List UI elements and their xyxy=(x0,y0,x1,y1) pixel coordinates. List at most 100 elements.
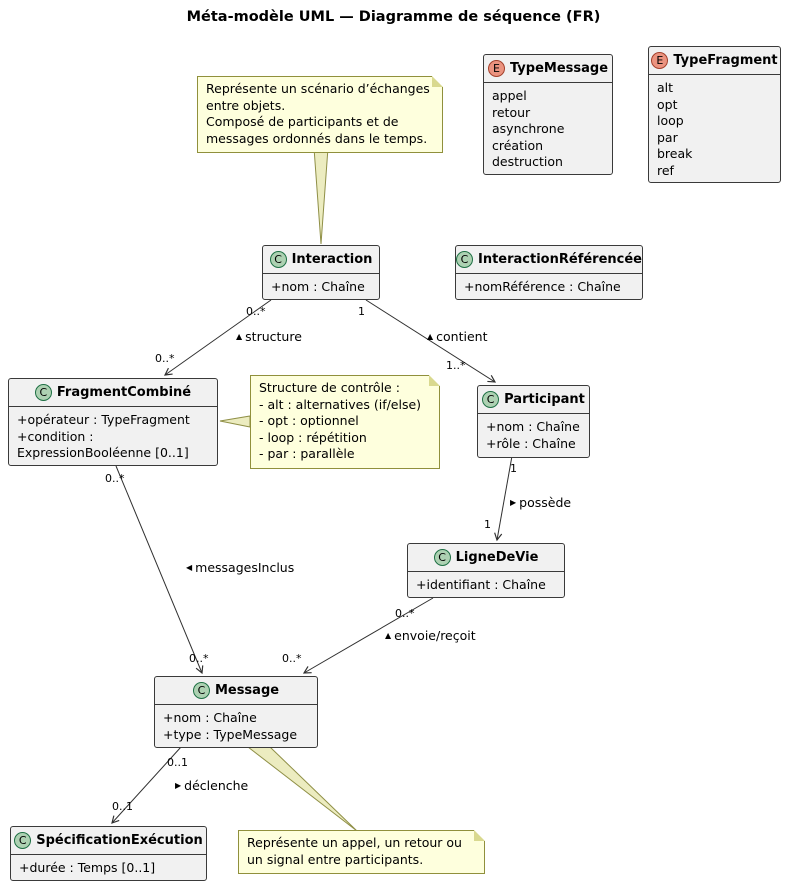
note-fold-icon xyxy=(474,830,485,841)
multiplicity-messages-target: 0..* xyxy=(189,652,209,665)
edge-messages-inclus xyxy=(115,465,204,675)
edge-name: contient xyxy=(436,329,488,344)
edge-structure xyxy=(163,299,272,376)
class-interaction-referencee: C InteractionRéférencée +nomRéférence : … xyxy=(455,245,643,300)
class-header: C LigneDeVie xyxy=(408,544,564,572)
class-attributes: +nom : Chaîne +type : TypeMessage xyxy=(155,705,317,748)
edge-label-contient: ▲ contient xyxy=(427,329,488,344)
class-participant: C Participant +nom : Chaîne +rôle : Chaî… xyxy=(477,385,590,458)
class-name: LigneDeVie xyxy=(455,550,539,565)
note-connector-message xyxy=(246,746,358,832)
class-name: Interaction xyxy=(291,252,373,267)
class-name: Message xyxy=(214,683,280,698)
enum-header: E TypeMessage xyxy=(484,55,612,83)
class-attributes: +nom : Chaîne xyxy=(263,274,379,301)
edge-possede xyxy=(494,455,513,542)
class-interaction: C Interaction +nom : Chaîne xyxy=(262,245,380,300)
direction-triangle-icon: ▶ xyxy=(175,780,182,790)
direction-triangle-icon: ◀ xyxy=(186,562,193,572)
enum-value: ref xyxy=(657,162,674,178)
direction-triangle-icon: ▲ xyxy=(236,331,243,341)
class-attributes: +nom : Chaîne +rôle : Chaîne xyxy=(478,414,589,457)
class-attributes: +nomRéférence : Chaîne xyxy=(456,274,642,301)
class-attributes: +identifiant : Chaîne xyxy=(408,572,564,599)
class-header: C Interaction xyxy=(263,246,379,274)
class-attribute: +durée : Temps [0..1] xyxy=(19,860,156,875)
class-attribute: +nom : Chaîne xyxy=(271,279,365,294)
class-attribute: +identifiant : Chaîne xyxy=(416,577,546,592)
class-ligne-de-vie: C LigneDeVie +identifiant : Chaîne xyxy=(407,543,565,598)
enum-value: opt xyxy=(657,96,678,112)
class-icon: C xyxy=(192,682,210,699)
class-attribute: +nom : Chaîne xyxy=(486,419,580,434)
edge-name: messagesInclus xyxy=(195,560,295,575)
multiplicity-messages-source: 0..* xyxy=(105,472,125,485)
note-connector-fragment xyxy=(219,415,251,428)
edge-label-structure: ▲ structure xyxy=(236,329,302,344)
multiplicity-envoie-source: 0..* xyxy=(395,607,415,620)
class-icon: C xyxy=(34,384,52,401)
class-message: C Message +nom : Chaîne +type : TypeMess… xyxy=(154,676,318,748)
diagram-title: Méta-modèle UML — Diagramme de séquence … xyxy=(186,9,601,25)
class-attribute: +condition : ExpressionBooléenne [0..1] xyxy=(17,428,189,461)
class-icon: C xyxy=(269,251,287,268)
direction-triangle-icon: ▶ xyxy=(510,497,517,507)
class-attributes: +durée : Temps [0..1] xyxy=(11,855,206,882)
class-attribute: +opérateur : TypeFragment xyxy=(17,412,190,427)
class-icon: C xyxy=(433,549,451,566)
enum-icon: E xyxy=(651,52,669,69)
enum-value: destruction xyxy=(492,154,563,169)
class-attribute: +nom : Chaîne xyxy=(163,710,257,725)
class-fragment-combine: C FragmentCombiné +opérateur : TypeFragm… xyxy=(8,378,218,466)
enum-value: par xyxy=(657,129,678,145)
class-icon: C xyxy=(14,832,32,849)
note-fragment: Structure de contrôle : - alt : alternat… xyxy=(250,375,440,469)
note-fold-icon xyxy=(432,76,443,87)
enum-type-fragment: E TypeFragment alt opt loop par break re… xyxy=(648,46,781,183)
enum-value: alt xyxy=(657,80,674,95)
note-fold-icon xyxy=(429,375,440,386)
multiplicity-structure-source: 0..* xyxy=(246,305,266,318)
class-icon: C xyxy=(456,251,473,268)
class-header: C InteractionRéférencée xyxy=(456,246,642,274)
enum-value: appel xyxy=(492,88,527,103)
class-header: C Message xyxy=(155,677,317,705)
edge-name: déclenche xyxy=(184,778,249,793)
class-attributes: +opérateur : TypeFragment +condition : E… xyxy=(9,407,217,467)
enum-name: TypeFragment xyxy=(673,53,778,68)
enum-values: appel retour asynchrone création destruc… xyxy=(484,83,612,176)
edge-name: envoie/reçoit xyxy=(394,628,476,643)
class-specification-execution: C SpécificationExécution +durée : Temps … xyxy=(10,826,207,881)
direction-triangle-icon: ▲ xyxy=(385,630,392,640)
class-header: C SpécificationExécution xyxy=(11,827,206,855)
enum-value: asynchrone xyxy=(492,121,565,136)
multiplicity-possede-source: 1 xyxy=(510,462,517,475)
note-text: Représente un appel, un retour ou un sig… xyxy=(247,835,462,867)
class-name: InteractionRéférencée xyxy=(478,252,642,267)
edge-declenche xyxy=(111,746,182,824)
multiplicity-contient-source: 1 xyxy=(358,305,365,318)
enum-icon: E xyxy=(487,60,505,77)
enum-type-message: E TypeMessage appel retour asynchrone cr… xyxy=(483,54,613,175)
enum-header: E TypeFragment xyxy=(649,47,780,75)
edge-label-possede: ▶ possède xyxy=(510,495,571,510)
enum-name: TypeMessage xyxy=(509,61,609,76)
multiplicity-structure-target: 0..* xyxy=(155,352,175,365)
enum-values: alt opt loop par break ref xyxy=(649,75,780,184)
class-name: FragmentCombiné xyxy=(56,385,192,400)
note-connector-interaction xyxy=(313,147,329,245)
enum-value: loop xyxy=(657,113,684,128)
edge-contient xyxy=(365,299,497,383)
multiplicity-contient-target: 1..* xyxy=(446,359,466,372)
edge-name: structure xyxy=(245,329,302,344)
class-attribute: +type : TypeMessage xyxy=(163,726,298,742)
multiplicity-possede-target: 1 xyxy=(484,518,491,531)
direction-triangle-icon: ▲ xyxy=(427,331,434,341)
edge-name: possède xyxy=(519,495,572,510)
note-message: Représente un appel, un retour ou un sig… xyxy=(238,830,485,874)
edge-envoie-recoit xyxy=(302,597,434,674)
edge-label-messages-inclus: ◀ messagesInclus xyxy=(186,560,294,575)
enum-value: création xyxy=(492,137,544,153)
